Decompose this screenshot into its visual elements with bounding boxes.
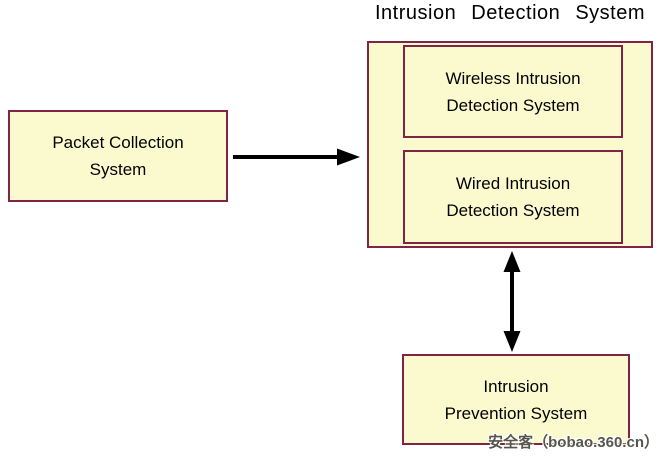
node-wired-intrusion-detection-system: Wired Intrusion Detection System <box>403 150 623 244</box>
node-wireless-intrusion-detection-system: Wireless Intrusion Detection System <box>403 45 623 138</box>
diagram-title: Intrusion Detection System <box>375 2 645 24</box>
node-label: Wired Intrusion Detection System <box>446 174 580 220</box>
node-label: Packet Collection System <box>52 133 184 179</box>
node-label: Intrusion Prevention System <box>444 376 588 423</box>
node-intrusion-prevention-system: Intrusion Prevention System <box>402 354 630 445</box>
node-packet-collection-system: Packet Collection System <box>8 110 228 202</box>
node-label: Wireless Intrusion Detection System <box>445 68 581 115</box>
arrow-packet-to-ids <box>233 148 360 166</box>
watermark: 安全客（bobao.360.cn） <box>488 434 659 451</box>
arrow-ids-ips-bidirectional <box>503 251 521 352</box>
